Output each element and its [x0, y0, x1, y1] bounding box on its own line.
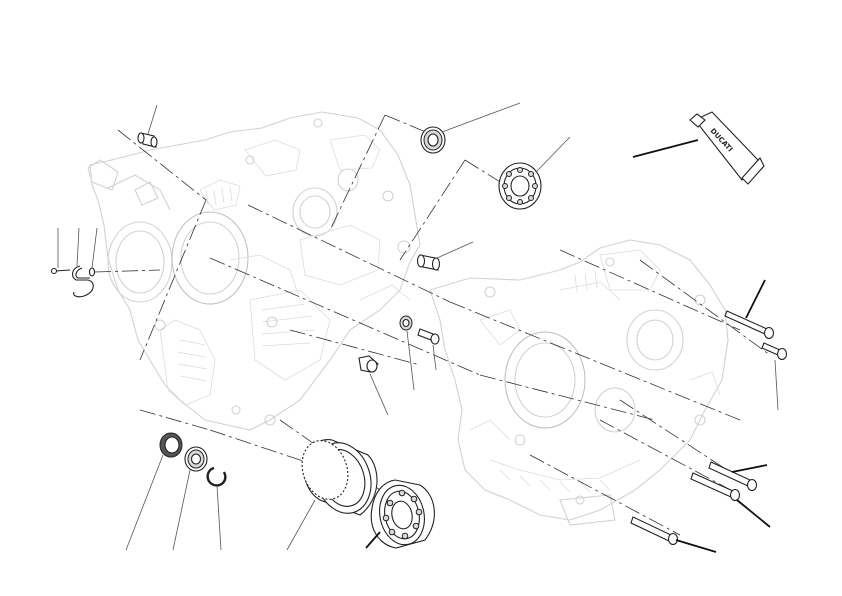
- hook-bracket: [71, 227, 94, 298]
- left-screw: [50, 228, 71, 275]
- oil-seal: [125, 432, 183, 551]
- sealant-tube: DUCATI: [632, 111, 765, 185]
- small-bearing: [420, 102, 521, 154]
- plug: [358, 355, 389, 416]
- needle-bearing: [172, 446, 208, 551]
- long-bolt-3: [708, 461, 768, 492]
- circlip: [206, 466, 227, 551]
- bushing: [416, 241, 474, 271]
- dowel-pin-top: [137, 104, 158, 148]
- bolt-2: [761, 342, 788, 411]
- right-crankcase-half: [429, 239, 729, 526]
- assembly-centerlines: [94, 114, 771, 536]
- left-washer: [88, 227, 98, 277]
- large-main-bearing: [498, 136, 571, 210]
- left-crankcase-half: [87, 111, 421, 431]
- long-bolt-5: [630, 516, 717, 553]
- long-bolt-1: [724, 279, 775, 340]
- bearing-sleeve: [286, 439, 378, 551]
- roller-bearing: [365, 479, 435, 549]
- center-screw: [417, 328, 440, 371]
- long-bolt-4: [690, 472, 771, 528]
- sealing-ring: [399, 315, 415, 391]
